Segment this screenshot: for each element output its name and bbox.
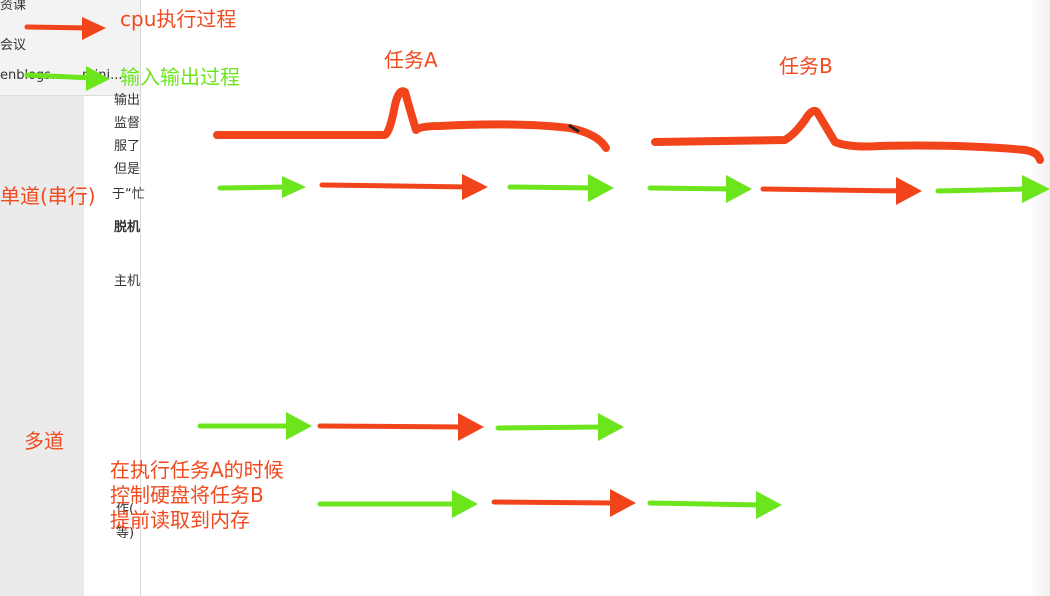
- serial-io-arrow-4: [935, 186, 1033, 194]
- behind-doc-fragment: 等): [116, 526, 135, 541]
- background-document: [84, 0, 141, 596]
- cursor-mark: [568, 124, 580, 133]
- legend-io-arrowhead: [86, 66, 110, 91]
- single-channel-label: 单道(串行): [0, 184, 96, 208]
- note-line: 控制硬盘将任务B: [110, 483, 264, 507]
- serial-cpu-arrowhead-2: [896, 177, 922, 205]
- serial-cpu-arrowhead-1: [462, 174, 488, 200]
- multi-a-cpu-arrowhead: [458, 413, 484, 441]
- behind-doc-fragment: 主机: [114, 274, 141, 289]
- behind-doc-fragment: 脱机: [114, 220, 141, 235]
- multi-a-io-arrowhead-1: [286, 412, 312, 440]
- behind-doc-fragment: 输出: [114, 93, 141, 108]
- legend-cpu-label: cpu执行过程: [120, 7, 237, 31]
- behind-doc-fragment: 服了: [114, 139, 141, 154]
- note-line: 在执行任务A的时候: [110, 458, 284, 482]
- multi-a-io-arrowhead-2: [598, 413, 624, 441]
- serial-io-arrow-3: [647, 185, 736, 192]
- serial-cpu-arrow-2: [760, 186, 906, 194]
- behind-doc-fragment: 作(: [116, 502, 135, 517]
- serial-io-arrowhead-4: [1022, 175, 1050, 203]
- behind-tab-label: 资课: [0, 0, 27, 13]
- legend-io-label: 输入输出过程: [120, 65, 240, 89]
- serial-io-arrowhead-3: [726, 175, 752, 203]
- multi-channel-label: 多道: [24, 429, 64, 453]
- multi-b-cpu-arrowhead: [610, 489, 636, 517]
- task-a-label: 任务A: [384, 48, 438, 72]
- behind-row-label: 会议: [0, 38, 27, 53]
- serial-io-arrow-2: [507, 184, 599, 191]
- multi-b-io-arrowhead-1: [452, 490, 478, 518]
- multi-channel-note: 在执行任务A的时候 控制硬盘将任务B 提前读取到内存: [110, 458, 284, 533]
- multi-b-cpu-arrow: [491, 499, 619, 506]
- legend-io-arrow: [24, 72, 95, 81]
- behind-doc-fragment: 监督: [114, 116, 141, 131]
- behind-doc-fragment: 但是: [114, 162, 141, 177]
- legend-cpu-arrow: [24, 24, 93, 31]
- serial-cpu-arrow-1: [319, 182, 473, 190]
- serial-io-arrowhead-2: [588, 174, 614, 202]
- background-sidebar: [0, 0, 84, 596]
- multi-b-io-arrowhead-2: [756, 491, 782, 519]
- task-b-cpu-timeline: [651, 107, 1044, 164]
- multi-b-io-arrow-2: [647, 500, 765, 508]
- serial-io-arrowhead-1: [282, 176, 306, 198]
- serial-io-arrow-1: [217, 184, 291, 191]
- task-a-cpu-timeline: [213, 87, 610, 152]
- task-b-label: 任务B: [779, 54, 833, 78]
- legend-cpu-arrowhead: [82, 17, 106, 40]
- background-panel: [0, 0, 140, 96]
- note-line: 提前读取到内存: [110, 508, 250, 532]
- multi-a-io-arrow-2: [495, 424, 608, 431]
- behind-doc-fragment: 于“忙: [112, 187, 145, 202]
- multi-a-cpu-arrow: [317, 423, 468, 430]
